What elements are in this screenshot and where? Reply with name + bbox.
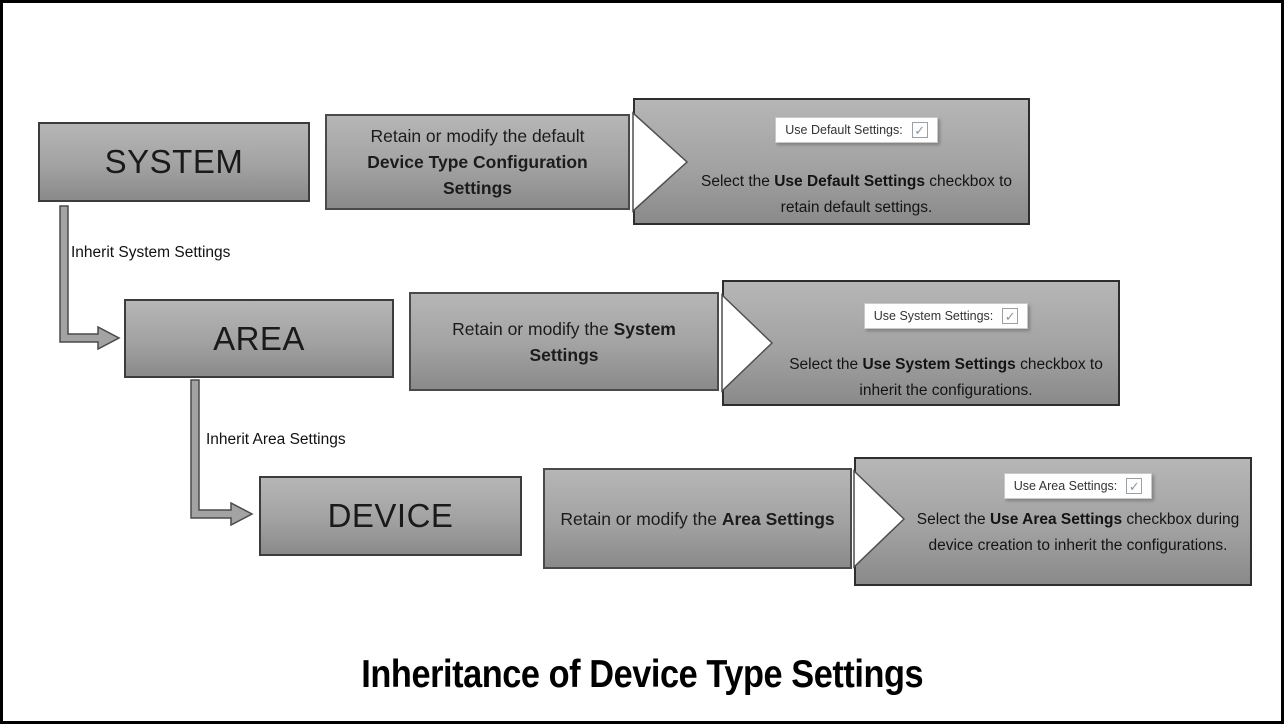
system-info-caption: Select the Use Default Settings checkbox… <box>700 173 1012 216</box>
system-node: SYSTEM <box>38 122 310 202</box>
device-node-label: DEVICE <box>327 497 454 534</box>
area-info-caption: Select the Use System Settings checkbox … <box>789 356 1103 399</box>
use-system-settings-chip: Use System Settings: ✓ <box>863 303 1029 329</box>
use-default-settings-chip: Use Default Settings: ✓ <box>775 117 938 143</box>
use-area-settings-chip: Use Area Settings: ✓ <box>1003 473 1153 499</box>
area-action-box: Retain or modify the System Settings <box>409 292 719 391</box>
area-info-box: Use System Settings: ✓ Select the Use Sy… <box>722 280 1120 406</box>
device-action-box: Retain or modify the Area Settings <box>543 468 852 569</box>
system-info-box: Use Default Settings: ✓ Select the Use D… <box>633 98 1030 225</box>
diagram-title: Inheritance of Device Type Settings <box>361 653 923 696</box>
area-to-device-arrow <box>190 379 254 527</box>
system-to-area-arrow <box>59 205 121 351</box>
area-node: AREA <box>124 299 394 378</box>
device-node: DEVICE <box>259 476 522 556</box>
use-default-settings-label: Use Default Settings: <box>785 123 903 137</box>
use-system-settings-label: Use System Settings: <box>873 309 994 323</box>
use-area-settings-checkbox[interactable]: ✓ <box>1126 478 1143 494</box>
inherit-area-settings-label: Inherit Area Settings <box>206 431 346 448</box>
system-node-label: SYSTEM <box>104 143 244 180</box>
area-action-text: Retain or modify the System Settings <box>452 318 676 365</box>
system-action-text: Retain or modify the default Device Type… <box>367 126 588 198</box>
system-action-box: Retain or modify the default Device Type… <box>325 114 630 210</box>
device-info-box: Use Area Settings: ✓ Select the Use Area… <box>854 457 1252 586</box>
inherit-system-settings-label: Inherit System Settings <box>71 244 231 261</box>
use-area-settings-label: Use Area Settings: <box>1013 479 1118 493</box>
device-action-text: Retain or modify the Area Settings <box>560 508 835 529</box>
device-info-caption: Select the Use Area Settings checkbox du… <box>916 511 1240 554</box>
area-node-label: AREA <box>213 319 305 357</box>
use-default-settings-checkbox[interactable]: ✓ <box>911 122 928 138</box>
use-system-settings-checkbox[interactable]: ✓ <box>1002 308 1019 324</box>
